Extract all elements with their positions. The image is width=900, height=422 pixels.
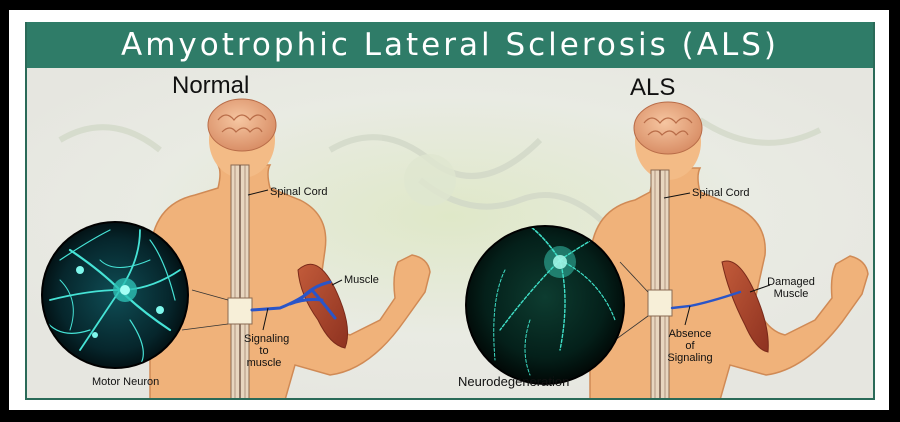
normal-spinal-zoom-box [227,297,253,325]
als-signal-label: Absence of Signaling [665,328,715,364]
normal-muscle [297,263,349,349]
normal-heading: Normal [172,72,250,99]
als-neuron-lens [465,225,625,385]
normal-signal-line-3: muscle [246,357,282,369]
als-muscle-line-1: Damaged [767,276,815,288]
als-figure [589,101,869,398]
als-neuron-label: Neurodegeneration [458,374,570,389]
page-title: Amyotrophic Lateral Sclerosis (ALS) [121,27,779,63]
normal-neuron-lens [41,221,189,369]
als-brain [633,101,703,155]
als-signal-line-3: Signaling [667,352,713,364]
normal-brain [207,98,277,152]
normal-signal-line-2: to [259,345,269,357]
als-muscle-line-2: Muscle [773,288,809,300]
als-nerve-weak [670,290,742,310]
normal-figure [149,98,431,398]
normal-nerve-signal [250,280,337,320]
als-muscle-label: Damaged Muscle [766,276,816,300]
normal-signal-line-1: Signaling [244,333,290,345]
title-banner: Amyotrophic Lateral Sclerosis (ALS) [27,22,873,68]
als-heading: ALS [630,74,676,101]
als-spinal-zoom-box [647,289,673,317]
als-signal-line-2: of [685,340,695,352]
als-damaged-muscle [721,260,769,353]
normal-signal-label: Signaling to muscle [244,333,290,369]
als-signal-line-1: Absence [668,328,712,340]
normal-neuron-label: Motor Neuron [92,376,160,388]
als-spinal-cord-label: Spinal Cord [692,187,750,199]
normal-spinal-cord-label: Spinal Cord [270,186,328,198]
background-cell-body [404,154,456,206]
normal-muscle-label: Muscle [344,274,379,286]
